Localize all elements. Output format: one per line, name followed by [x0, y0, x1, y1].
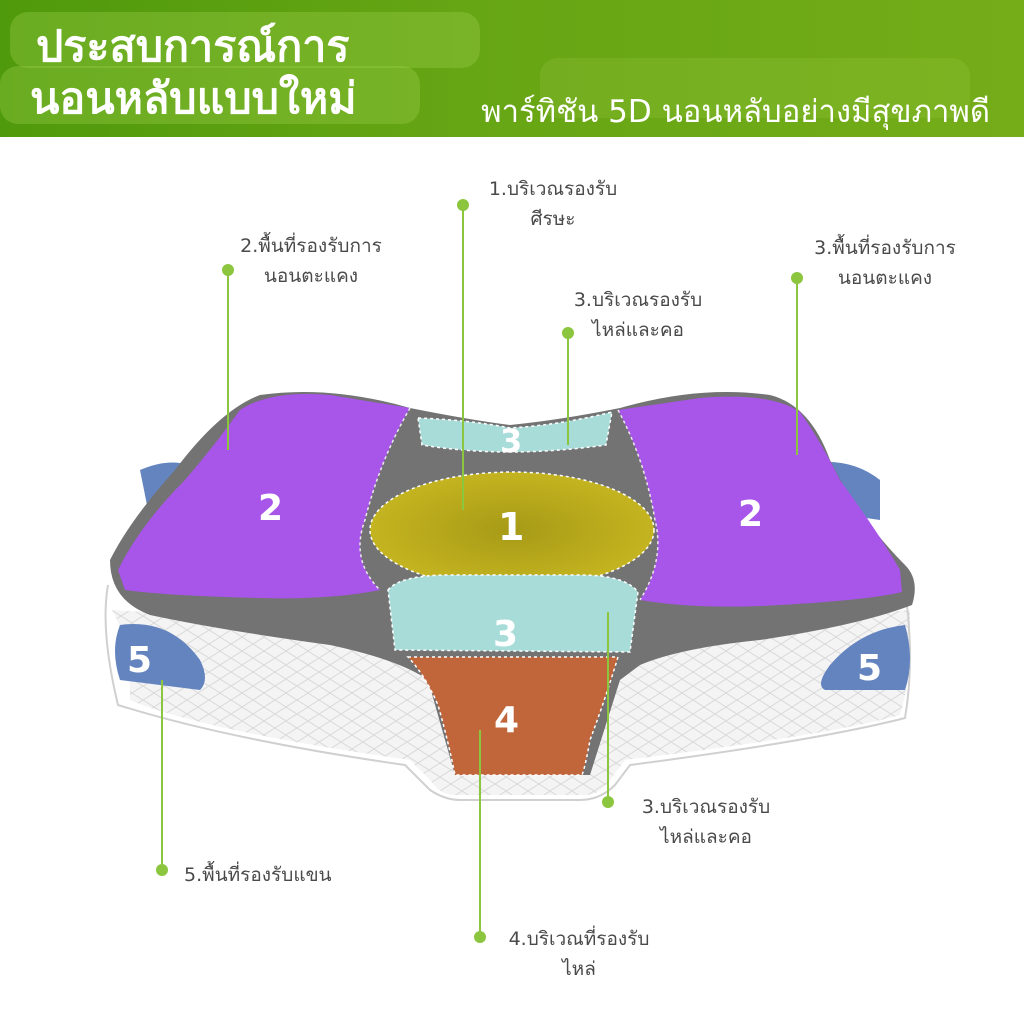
zone-1-number: 1: [498, 505, 525, 549]
label-zone-4-line1: 4.บริเวณที่รองรับ: [508, 928, 650, 950]
page-title-line2: นอนหลับแบบใหม่: [30, 74, 357, 124]
label-zone-3-bottom: 3.บริเวณรองรับ ไหล่และคอ: [626, 792, 786, 852]
label-zone-2: 2.พื้นที่รองรับการ นอนตะแคง: [226, 231, 396, 291]
label-zone-1: 1.บริเวณรองรับ ศีรษะ: [478, 174, 628, 234]
zone-2-left-number: 2: [258, 488, 284, 529]
page-title-line1: ประสบการณ์การ: [36, 22, 350, 72]
brush-stroke: [10, 12, 480, 68]
zone-2-right: [618, 396, 902, 607]
label-zone-3-top: 3.บริเวณรองรับ ไหล่และคอ: [563, 285, 713, 345]
label-zone-5: 5.พื้นที่รองรับแขน: [184, 864, 332, 886]
zone-5-right-number: 5: [857, 648, 883, 689]
zone-2-right-number: 2: [738, 494, 764, 535]
label-zone-2-line2: นอนตะแคง: [263, 265, 359, 287]
zone-3-bottom: [387, 574, 639, 653]
label-zone-3-top-line1: 3.บริเวณรองรับ: [573, 289, 703, 311]
brush-stroke: [0, 66, 420, 124]
zone-3-bottom-number: 3: [493, 614, 519, 655]
label-zone-4: 4.บริเวณที่รองรับ ไหล่: [494, 924, 664, 984]
label-zone-3-right-line2: นอนตะแคง: [837, 267, 933, 289]
label-zone-3-right-line1: 3.พื้นที่รองรับการ: [814, 237, 956, 259]
header-banner: ประสบการณ์การ นอนหลับแบบใหม่ พาร์ทิชัน 5…: [0, 0, 1024, 137]
brush-stroke: [540, 58, 970, 118]
label-zone-3-right: 3.พื้นที่รองรับการ นอนตะแคง: [800, 233, 970, 293]
zone-5-left-number: 5: [127, 640, 153, 681]
zone-3-top-number: 3: [500, 422, 523, 460]
zone-4-number: 4: [494, 700, 520, 741]
label-zone-1-line1: 1.บริเวณรองรับ: [488, 178, 618, 200]
page-subtitle: พาร์ทิชัน 5D นอนหลับอย่างมีสุขภาพดี: [481, 94, 990, 130]
label-zone-3-bottom-line1: 3.บริเวณรองรับ: [641, 796, 771, 818]
zone-5-right: [821, 625, 910, 690]
zone-2-left: [118, 394, 410, 599]
label-zone-4-line2: ไหล่: [562, 958, 596, 980]
zone-5-left: [115, 624, 205, 690]
label-zone-1-line2: ศีรษะ: [530, 208, 576, 230]
zone-3-top: [417, 410, 613, 453]
label-zone-3-top-line2: ไหล่และคอ: [592, 319, 684, 341]
zone-4-shoulder: [406, 656, 620, 776]
label-zone-3-bottom-line2: ไหล่และคอ: [660, 826, 752, 848]
label-zone-2-line1: 2.พื้นที่รองรับการ: [240, 235, 382, 257]
